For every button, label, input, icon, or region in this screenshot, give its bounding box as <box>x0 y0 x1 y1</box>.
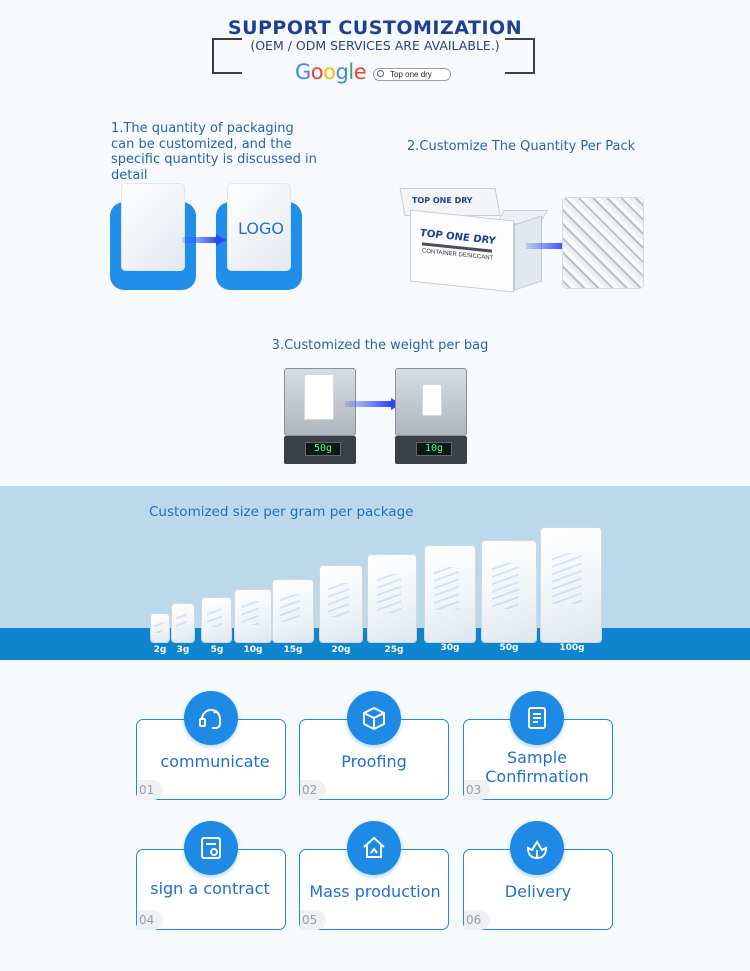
packet-plain <box>121 183 185 271</box>
step1-caption: 1.The quantity of packaging can be custo… <box>111 121 317 183</box>
box-icon <box>347 691 401 745</box>
bag-100g <box>541 528 601 642</box>
process-label: Proofing <box>341 752 407 771</box>
size-label: 20g <box>331 645 351 655</box>
process-num: 02 <box>302 783 318 797</box>
bag-20g <box>320 566 362 642</box>
size-label: 30g <box>440 643 460 653</box>
scale-left-readout: 50g <box>305 442 341 456</box>
packet-50g <box>304 374 334 420</box>
scale-right-readout: 10g <box>416 442 452 456</box>
bag-50g <box>482 541 536 642</box>
process-num: 03 <box>466 783 482 797</box>
search-icon <box>377 70 384 77</box>
size-label: 100g <box>559 643 585 653</box>
size-label: 50g <box>499 643 519 653</box>
process-label: Mass production <box>309 882 441 901</box>
contract-icon <box>184 821 238 875</box>
process-label: sign a contract <box>150 879 270 898</box>
size-label: 10g <box>243 645 263 655</box>
headset-icon <box>184 691 238 745</box>
arrow-right-icon <box>182 234 226 246</box>
bag-3g <box>172 604 194 642</box>
carton-flap-brand: TOP ONE DRY <box>411 196 474 205</box>
bag-10g <box>235 590 271 642</box>
document-icon <box>510 691 564 745</box>
house-icon <box>347 821 401 875</box>
scale-right <box>395 368 467 436</box>
process-num: 01 <box>139 783 155 797</box>
packet-10g <box>422 384 442 416</box>
step2-caption: 2.Customize The Quantity Per Pack <box>407 139 636 154</box>
bag-15g <box>273 580 313 642</box>
step3-caption: 3.Customized the weight per bag <box>271 338 489 353</box>
page-title: SUPPORT CUSTOMIZATION <box>227 17 523 39</box>
sizes-title: Customized size per gram per package <box>149 504 414 520</box>
page-subtitle: (OEM / ODM SERVICES ARE AVAILABLE.) <box>250 38 500 53</box>
flower-icon <box>510 821 564 875</box>
bag-30g <box>425 546 475 642</box>
packet-logo <box>227 183 291 271</box>
size-label: 15g <box>283 645 303 655</box>
logo-text: LOGO <box>238 219 284 238</box>
size-label: 2g <box>153 645 167 655</box>
bag-5g <box>202 598 231 642</box>
size-label: 3g <box>176 645 190 655</box>
size-label: 25g <box>384 645 404 655</box>
silica-gel-pile <box>563 198 643 288</box>
bag-25g <box>368 555 416 642</box>
process-label: Delivery <box>504 882 572 901</box>
process-label: Sample Confirmation <box>485 748 589 786</box>
process-num: 04 <box>139 913 155 927</box>
frame-left <box>212 38 242 74</box>
bag-2g <box>151 614 169 642</box>
search-box[interactable]: Top one dry <box>373 68 451 81</box>
process-label: communicate <box>160 752 270 771</box>
size-label: 5g <box>210 645 224 655</box>
process-num: 05 <box>302 913 318 927</box>
carton-side <box>514 215 542 291</box>
process-num: 06 <box>466 913 482 927</box>
frame-right <box>505 38 535 74</box>
google-logo: Google <box>295 60 367 84</box>
